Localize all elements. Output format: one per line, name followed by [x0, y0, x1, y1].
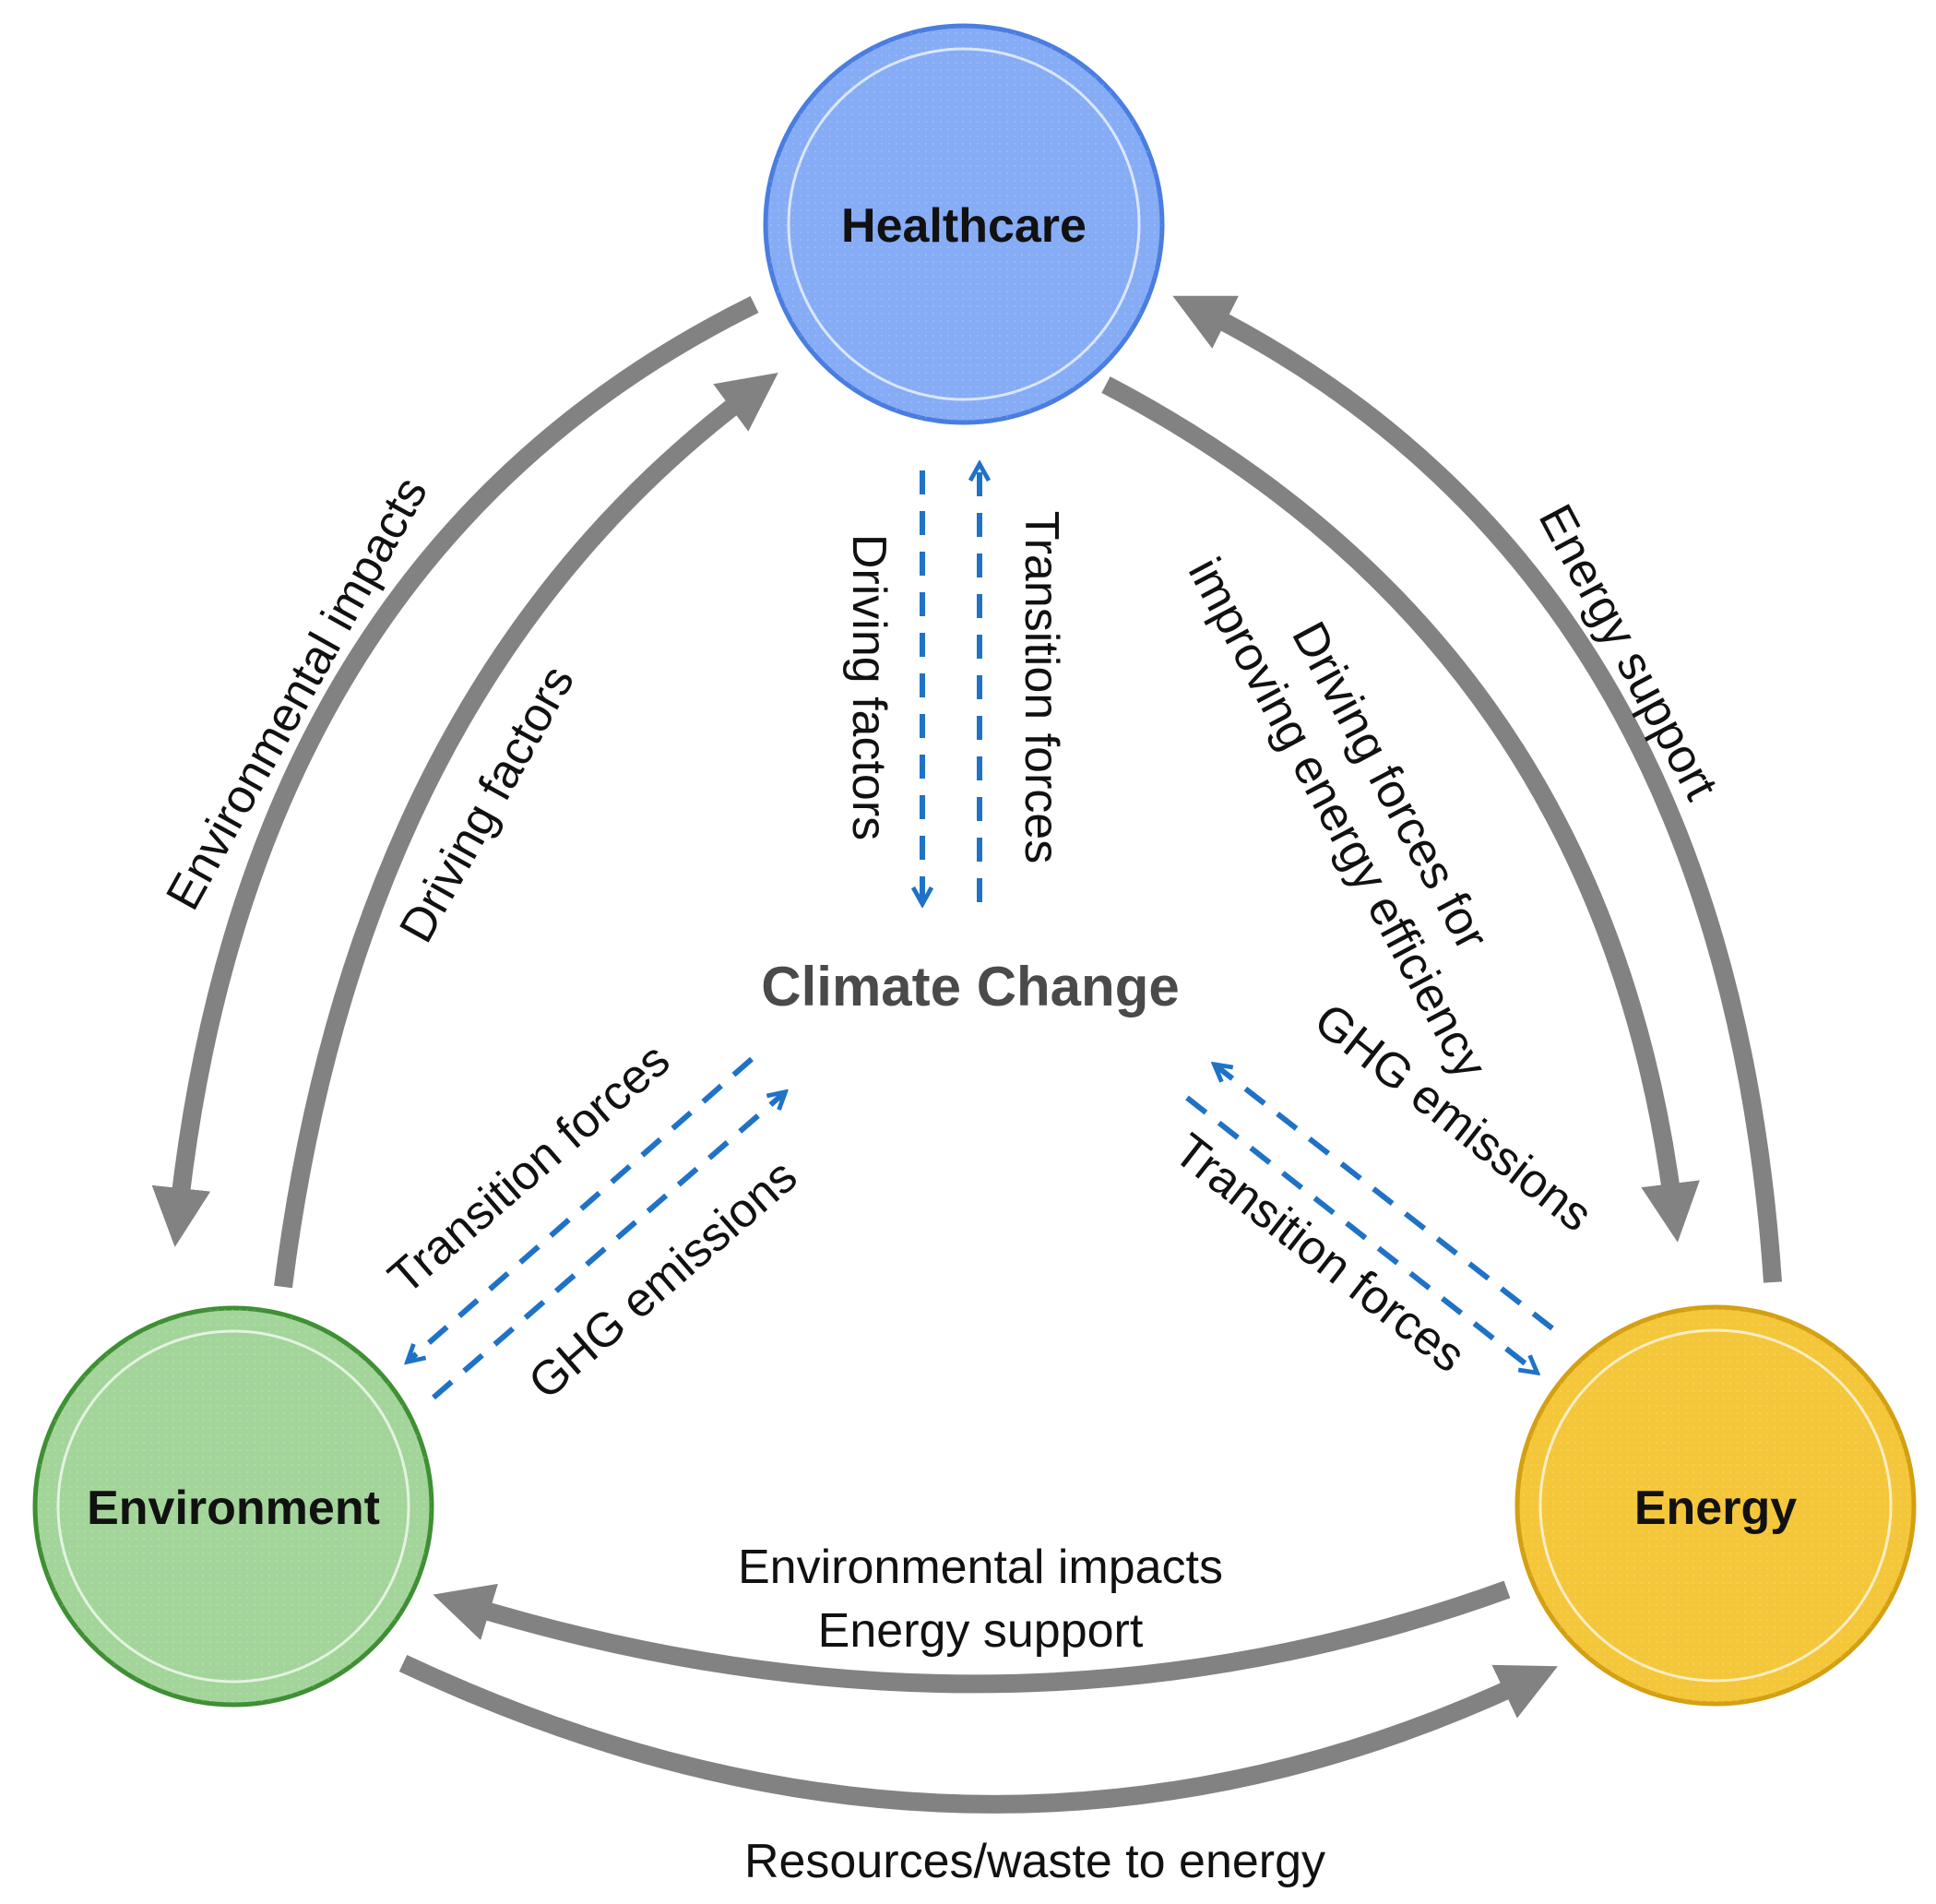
dashed-arrow-environment-ghg-emissions: [432, 1093, 784, 1400]
environment-label: Environment: [87, 1482, 380, 1535]
node-healthcare: Healthcare: [763, 23, 1165, 425]
label-climate-healthcare-driving-factors: Driving factors: [842, 534, 896, 840]
node-energy: Energy: [1514, 1304, 1917, 1707]
label-climate-environment-ghg-emissions: GHG emissions: [518, 1149, 807, 1410]
label-energy-to-environment-line1: Environmental impacts: [738, 1541, 1223, 1594]
dashed-arrow-energy-transition-forces: [1185, 1095, 1536, 1372]
arrow-environment-to-healthcare: [274, 372, 778, 1289]
energy-label: Energy: [1634, 1482, 1797, 1535]
climate-change-label: Climate Change: [761, 956, 1179, 1017]
label-climate-environment-transition-forces: Transition forces: [379, 1033, 681, 1305]
arrow-environment-to-energy: [398, 1654, 1558, 1814]
healthcare-label: Healthcare: [841, 199, 1087, 253]
dashed-arrow-energy-ghg-emissions: [1216, 1065, 1554, 1331]
label-energy-to-environment-line2: Energy support: [818, 1604, 1144, 1658]
label-climate-energy-transition-forces: Transition forces: [1164, 1124, 1475, 1383]
label-environment-to-energy: Resources/waste to energy: [744, 1835, 1325, 1888]
label-energy-to-healthcare: Energy support: [1528, 496, 1728, 809]
label-climate-healthcare-transition-forces: Transition forces: [1015, 511, 1068, 863]
arrow-energy-to-environment: [433, 1580, 1511, 1694]
arrow-healthcare-to-environment: [151, 296, 759, 1247]
arrow-energy-to-healthcare: [1172, 295, 1782, 1283]
dashed-arrow-environment-transition-forces: [409, 1056, 754, 1361]
arrow-healthcare-to-energy: [1101, 376, 1700, 1243]
node-environment: Environment: [32, 1305, 434, 1708]
